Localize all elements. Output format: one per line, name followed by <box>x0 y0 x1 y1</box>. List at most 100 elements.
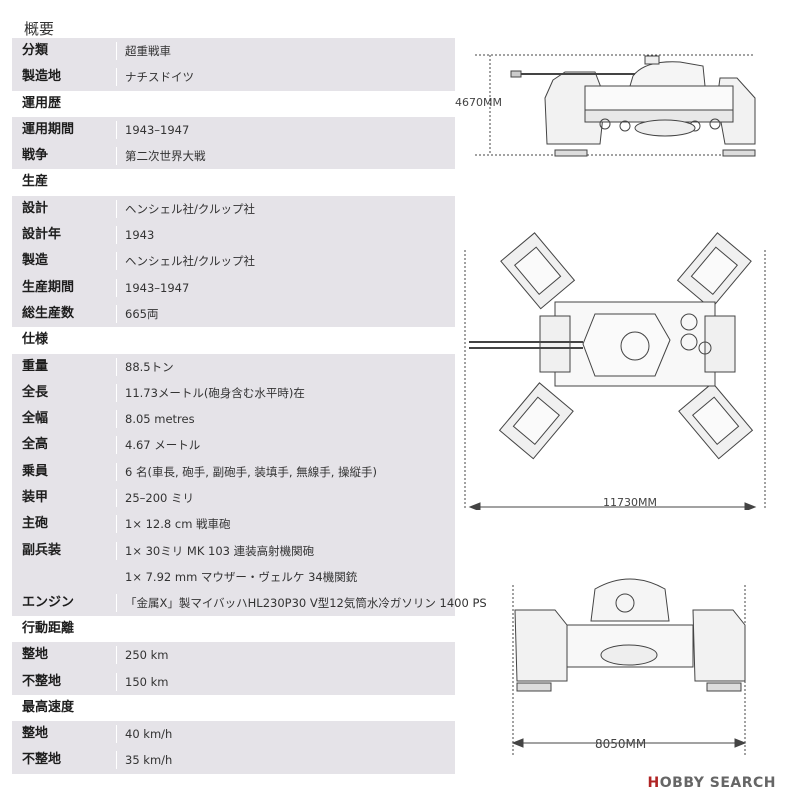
spec-value: 1× 30ミリ MK 103 連装高射機関砲 <box>125 543 315 558</box>
page-title: 概要 <box>24 20 55 38</box>
section-title: 行動距離 <box>22 620 75 636</box>
spec-row: 乗員 6 名(車長, 砲手, 副砲手, 装填手, 無線手, 操縦手) <box>12 458 455 486</box>
row-divider <box>116 672 117 691</box>
spec-value: 665両 <box>125 306 159 321</box>
spec-table: 分類超重戦車製造地ナチスドイツ運用歴運用期間 1943–1947 戦争 第二次世界大戦… <box>12 38 487 774</box>
row-divider <box>116 725 117 744</box>
spec-key: 戦争 <box>22 148 49 164</box>
row-divider <box>116 147 117 166</box>
spec-value: 88.5トン <box>125 359 174 374</box>
spec-value: 1943 <box>125 228 155 243</box>
spec-key: 生産期間 <box>22 279 75 295</box>
spec-key: 全長 <box>22 384 49 400</box>
row-divider <box>116 278 117 297</box>
row-divider <box>116 42 117 60</box>
row-divider <box>116 410 117 429</box>
spec-value: ナチスドイツ <box>125 70 194 85</box>
spec-value: 「金属X」製マイバッハHL230P30 V型12気筒水冷ガソリン 1400 PS <box>125 595 487 610</box>
spec-row: エンジン 「金属X」製マイバッハHL230P30 V型12気筒水冷ガソリン 140… <box>12 589 487 616</box>
section-header: 運用歴 <box>12 90 455 117</box>
spec-value: 1× 12.8 cm 戦車砲 <box>125 517 231 532</box>
section-title: 仕様 <box>22 332 49 348</box>
row-divider <box>116 462 117 481</box>
spec-row: 戦争 第二次世界大戦 <box>12 143 455 170</box>
spec-value: 8.05 metres <box>125 412 195 427</box>
spec-value: 第二次世界大戦 <box>125 149 206 164</box>
row-divider <box>116 120 117 139</box>
spec-value: 35 km/h <box>125 753 173 768</box>
spec-key: 副兵装 <box>22 542 62 558</box>
spec-key: 運用期間 <box>22 121 75 137</box>
tank-drawings: 4670MM 11730MM <box>455 0 786 797</box>
section-title: 生産 <box>22 174 49 190</box>
spec-value: 40 km/h <box>125 727 173 742</box>
spec-row: 不整地 150 km <box>12 668 455 695</box>
spec-row: 不整地 35 km/h <box>12 747 455 774</box>
hobby-search-logo: HOBBY SEARCH <box>647 775 776 791</box>
spec-key: 整地 <box>22 726 49 742</box>
spec-key: 不整地 <box>22 752 62 768</box>
spec-row: 製造ヘンシェル社/クルップ社 <box>12 248 455 275</box>
row-divider <box>116 541 117 560</box>
row-divider <box>116 252 117 271</box>
spec-key: 分類 <box>22 43 49 58</box>
spec-value: ヘンシェル社/クルップ社 <box>125 201 256 216</box>
spec-row: 総生産数 665両 <box>12 300 455 328</box>
row-divider <box>116 226 117 245</box>
length-dimension-label: 11730MM <box>603 496 657 509</box>
side-view-drawing <box>475 54 756 157</box>
section-title: 最高速度 <box>22 699 75 715</box>
spec-value: 4.67 メートル <box>125 438 201 453</box>
section-header: 仕様 <box>12 327 455 354</box>
width-dimension-label: 8050MM <box>595 737 647 751</box>
spec-value: 1943–1947 <box>125 280 190 295</box>
spec-value-secondary: 1× 7.92 mm マウザー・ヴェルケ 34機関銃 <box>125 569 358 584</box>
row-divider <box>116 68 117 87</box>
spec-key: 全幅 <box>22 411 49 427</box>
spec-row: 設計 ヘンシェル社/クルップ社 <box>12 195 455 223</box>
spec-key: エンジン <box>22 594 75 610</box>
spec-row: 設計年 1943 <box>12 222 455 249</box>
spec-key: 不整地 <box>22 673 62 689</box>
spec-key: 設計 <box>22 200 49 216</box>
spec-row: 全高 4.67 メートル <box>12 432 455 459</box>
row-divider <box>116 357 117 376</box>
spec-value: 250 km <box>125 648 169 663</box>
spec-row: 分類超重戦車 <box>12 38 455 65</box>
spec-value: 6 名(車長, 砲手, 副砲手, 装填手, 無線手, 操縦手) <box>125 464 377 479</box>
spec-row: 製造地ナチスドイツ <box>12 64 455 91</box>
row-divider <box>116 199 117 218</box>
row-divider <box>116 436 117 455</box>
spec-key: 総生産数 <box>22 305 75 321</box>
row-divider <box>116 489 117 508</box>
row-divider <box>116 646 117 665</box>
spec-row: 副兵装 1× 30ミリ MK 103 連装高射機関砲 1× 7.92 mm マウザー… <box>12 537 455 590</box>
spec-row: 重量 88.5トン <box>12 353 455 380</box>
spec-key: 乗員 <box>22 463 49 479</box>
height-dimension-label: 4670MM <box>455 96 502 109</box>
spec-key: 製造 <box>22 253 49 269</box>
row-divider <box>116 515 117 534</box>
spec-row: 生産期間 1943–1947 <box>12 274 455 301</box>
spec-key: 全高 <box>22 437 49 453</box>
spec-value: 25–200 ミリ <box>125 491 194 506</box>
row-divider <box>116 383 117 402</box>
top-view-drawing <box>464 232 766 510</box>
section-header: 生産 <box>12 169 455 196</box>
spec-key: 重量 <box>22 358 49 374</box>
row-divider <box>116 593 117 612</box>
spec-key: 設計年 <box>22 227 62 243</box>
front-view-drawing <box>511 578 747 755</box>
spec-row: 運用期間 1943–1947 <box>12 116 455 144</box>
spec-value: 1943–1947 <box>125 122 190 137</box>
spec-row: 整地 250 km <box>12 642 455 669</box>
row-divider <box>116 304 117 323</box>
spec-key: 整地 <box>22 647 49 663</box>
row-divider <box>116 751 117 770</box>
spec-row: 整地 40 km/h <box>12 721 455 748</box>
spec-row: 全幅 8.05 metres <box>12 406 455 433</box>
spec-value: 150 km <box>125 674 169 689</box>
